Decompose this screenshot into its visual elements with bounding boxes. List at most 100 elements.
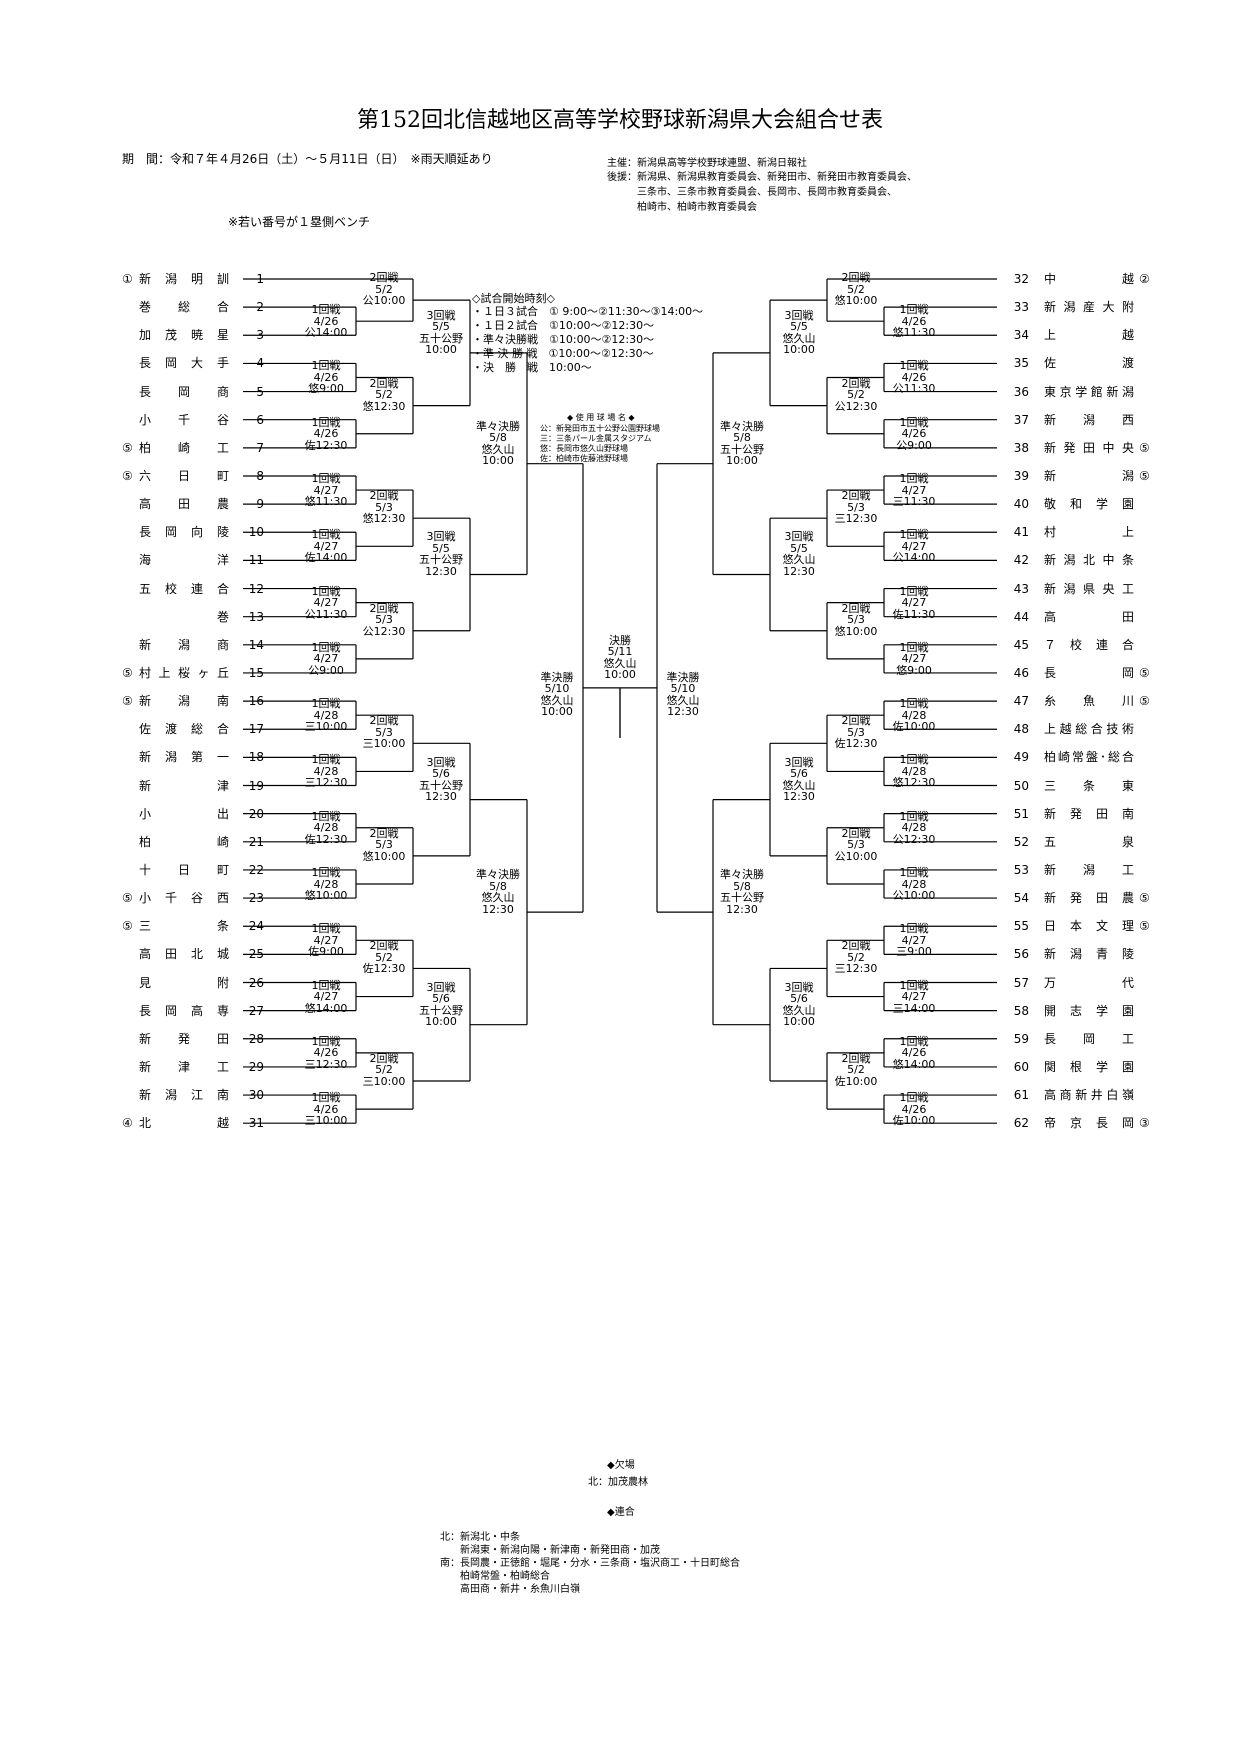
seed-mark: ⑤ (1139, 891, 1150, 906)
game-label-line: 公9:00 (896, 438, 932, 452)
game-label-line: 悠11:30 (892, 326, 936, 340)
game-label-line: 五十公野 (419, 331, 463, 345)
game-label-line: 1回戦 (899, 528, 929, 542)
team-name: 柏崎常盤･総合 (1044, 750, 1134, 765)
game-label-line: 4/28 (901, 708, 927, 722)
team-name: 新津工 (139, 1059, 229, 1074)
team-name: 上越 (1044, 328, 1134, 343)
team-name: 五校連合 (139, 581, 229, 596)
team-name: 日本文理 (1044, 919, 1134, 934)
team-name: 高田北城 (139, 947, 229, 962)
game-label-line: 悠12:30 (362, 399, 406, 413)
tournament-period: 期 間：令和７年４月26日（土）～５月11日（日） ※雨天順延あり (122, 152, 493, 166)
game-label-line: 4/27 (901, 990, 927, 1004)
team-name: 小千谷 (139, 412, 229, 427)
team-number: 48 (1013, 722, 1029, 737)
start-times-line: ・準 決 勝 戦 ①10:00～②12:30～ (472, 347, 654, 360)
team-name: 高田 (1044, 609, 1134, 624)
organizer-line-3: 三条市、三条市教育委員会、長岡市、長岡市教育委員会、 (607, 187, 897, 198)
game-label-line: 4/27 (901, 483, 927, 497)
team-number: 42 (1013, 553, 1029, 568)
game-label-line: 3回戦 (426, 755, 456, 769)
game-label-line: 2回戦 (841, 826, 871, 840)
seed-mark: ④ (122, 1116, 133, 1131)
team-name: 新津 (139, 778, 229, 793)
game-label-line: 2回戦 (841, 1051, 871, 1065)
seed-mark: ⑤ (1139, 694, 1150, 709)
team-number: 39 (1013, 468, 1029, 483)
team-number: 27 (248, 1003, 264, 1018)
team-name: 柏崎 (139, 834, 229, 849)
team-number: 47 (1013, 694, 1029, 709)
team-name: 五泉 (1044, 834, 1134, 849)
game-label-line: 4/26 (901, 427, 927, 441)
team-name: 三条 (139, 919, 229, 934)
bench-note: ※若い番号が１塁側ベンチ (228, 215, 371, 229)
team-name: 新発田 (139, 1031, 229, 1046)
game-label-line: 佐14:00 (304, 551, 348, 565)
team-name: 村上 (1044, 525, 1134, 540)
game-label-line: 悠久山 (540, 693, 574, 707)
game-label-line: 4/27 (313, 990, 339, 1004)
team-number: 33 (1013, 300, 1029, 315)
game-label-line: 公12:30 (892, 832, 936, 846)
team-number: 11 (248, 553, 264, 568)
game-label-line: 1回戦 (311, 866, 341, 879)
game-label-line: 1回戦 (899, 415, 929, 429)
team-number: 60 (1013, 1059, 1029, 1074)
game-label-line: 1回戦 (899, 359, 929, 373)
team-number: 16 (248, 694, 264, 709)
game-label-line: 12:30 (726, 902, 758, 916)
game-label-line: 五十公野 (720, 891, 764, 905)
game-label-line: 2回戦 (841, 601, 871, 615)
game-label-line: 準々決勝 (476, 419, 520, 433)
team-number: 56 (1013, 947, 1029, 962)
game-label-line: 4/28 (313, 821, 339, 835)
team-name: 糸魚川 (1044, 694, 1134, 709)
team-number: 3 (256, 328, 264, 343)
game-label-line: 5/3 (375, 500, 393, 514)
team-name: 長岡 (1044, 665, 1134, 680)
seed-mark: ⑤ (122, 891, 133, 906)
seed-mark: ⑤ (1139, 665, 1150, 680)
team-number: 61 (1013, 1088, 1029, 1103)
team-name: 村上桜ヶ丘 (139, 665, 229, 680)
team-name: 北越 (139, 1116, 229, 1131)
game-label-line: 五十公野 (419, 778, 463, 792)
game-label-line: 準々決勝 (476, 868, 520, 882)
game-label-line: 12:30 (425, 564, 457, 578)
game-label-line: 5/6 (790, 767, 808, 781)
game-label-line: 5/3 (847, 613, 865, 627)
game-label-line: 12:30 (425, 790, 457, 804)
game-label-line: 悠久山 (481, 442, 515, 456)
game-label-line: 五十公野 (720, 442, 764, 456)
team-name: 小千谷西 (139, 891, 229, 906)
game-label-line: 10:00 (726, 454, 758, 468)
start-times-header: ◇試合開始時刻◇ (472, 292, 555, 305)
team-name: ７校連合 (1044, 637, 1134, 652)
game-label-line: 1回戦 (899, 697, 929, 711)
